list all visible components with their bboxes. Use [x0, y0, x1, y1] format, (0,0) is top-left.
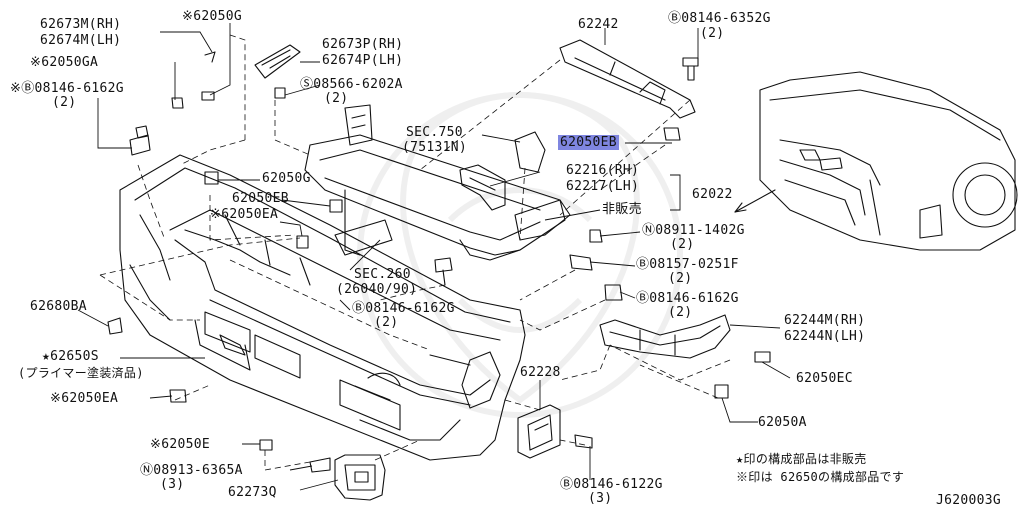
- section-label-260[interactable]: SEC.260: [354, 267, 411, 282]
- part-label-08146-6162g-left[interactable]: ※Ⓑ08146-6162G: [10, 81, 124, 96]
- part-label-62217[interactable]: 62217(LH): [566, 179, 640, 194]
- part-label-62050ea-lower[interactable]: ※62050EA: [50, 391, 119, 406]
- upper-garnish: [254, 44, 301, 79]
- qty-label: (3): [160, 477, 185, 492]
- part-label-62674p[interactable]: 62674P(LH): [322, 53, 404, 68]
- fog-lamp-bracket: [517, 404, 561, 459]
- part-label-08911-1402g[interactable]: Ⓝ08911-1402G: [642, 223, 745, 238]
- diagram-id: J620003G: [936, 493, 1002, 508]
- qty-label: (2): [700, 26, 725, 41]
- part-label-08157-0251f[interactable]: Ⓑ08157-0251F: [636, 257, 739, 272]
- upper-stay: [559, 39, 696, 119]
- part-label-62244m[interactable]: 62244M(RH): [784, 313, 866, 328]
- part-label-08146-6352g[interactable]: Ⓑ08146-6352G: [668, 11, 771, 26]
- part-label-62050ga[interactable]: ※62050GA: [30, 55, 99, 70]
- part-label-62022[interactable]: 62022: [692, 187, 733, 202]
- part-label-62050eb[interactable]: 62050EB: [232, 191, 289, 206]
- vehicle-inset: [759, 71, 1018, 251]
- qty-label: (2): [52, 95, 77, 110]
- section-label-750[interactable]: SEC.750: [406, 125, 463, 140]
- part-label-62673m[interactable]: 62673M(RH): [40, 17, 122, 32]
- part-label-08146-6122g[interactable]: Ⓑ08146-6122G: [560, 477, 663, 492]
- qty-label: (2): [374, 315, 399, 330]
- part-label-62050eb-highlighted[interactable]: 62050EB: [558, 135, 619, 150]
- part-label-62273q[interactable]: 62273Q: [228, 485, 277, 500]
- part-label-62216[interactable]: 62216(RH): [566, 163, 640, 178]
- bumper-reinforcement: [304, 104, 571, 261]
- direction-arrow: [734, 189, 776, 213]
- part-label-62673p[interactable]: 62673P(RH): [322, 37, 404, 52]
- primer-coated-note: (プライマー塗装済品): [18, 366, 144, 380]
- fasteners: [107, 51, 771, 451]
- side-bracket: [459, 131, 546, 211]
- qty-label: (2): [668, 271, 693, 286]
- part-label-62050g[interactable]: 62050G: [262, 171, 311, 186]
- legend-asterisk-note: ※印は 62650の構成部品です: [736, 470, 905, 484]
- qty-label: (3): [588, 491, 613, 506]
- part-label-08146-6162g-center[interactable]: Ⓑ08146-6162G: [352, 301, 455, 316]
- direction-arrow-head: [734, 202, 747, 213]
- part-label-62674m[interactable]: 62674M(LH): [40, 33, 122, 48]
- front-bumper-fascia: [119, 154, 526, 461]
- part-label-08913-6365a[interactable]: Ⓝ08913-6365A: [140, 463, 243, 478]
- part-label-62050a[interactable]: 62050A: [758, 415, 807, 430]
- section-ref-75131n: (75131N): [402, 140, 468, 155]
- part-label-62680ba[interactable]: 62680BA: [30, 299, 87, 314]
- qty-label: (2): [670, 237, 695, 252]
- qty-label: (2): [668, 305, 693, 320]
- assembly-dashed-lines: [99, 34, 731, 471]
- highlight-box[interactable]: 62050EB: [558, 135, 619, 150]
- legend-star-note: ★印の構成部品は非販売: [736, 452, 867, 466]
- not-for-sale-label: 非販売: [602, 202, 642, 217]
- part-label-62050e[interactable]: ※62050E: [150, 437, 210, 452]
- leader-lines: [77, 23, 791, 491]
- part-label-62228[interactable]: 62228: [520, 365, 561, 380]
- part-label-62050ec[interactable]: 62050EC: [796, 371, 853, 386]
- section-ref-26040-90: (26040/90): [336, 282, 418, 297]
- part-label-62050g-top[interactable]: ※62050G: [182, 9, 242, 24]
- part-label-62650s[interactable]: ★62650S: [42, 349, 99, 364]
- qty-label: (2): [324, 91, 349, 106]
- lower-mount-bracket: [309, 454, 386, 501]
- part-label-62244n[interactable]: 62244N(LH): [784, 329, 866, 344]
- part-label-62050ea-upper[interactable]: ※62050EA: [210, 207, 279, 222]
- part-label-08146-6162g-right[interactable]: Ⓑ08146-6162G: [636, 291, 739, 306]
- part-label-08566-6202a[interactable]: Ⓢ08566-6202A: [300, 77, 403, 92]
- part-label-62242[interactable]: 62242: [578, 17, 619, 32]
- lower-bracket: [599, 314, 731, 359]
